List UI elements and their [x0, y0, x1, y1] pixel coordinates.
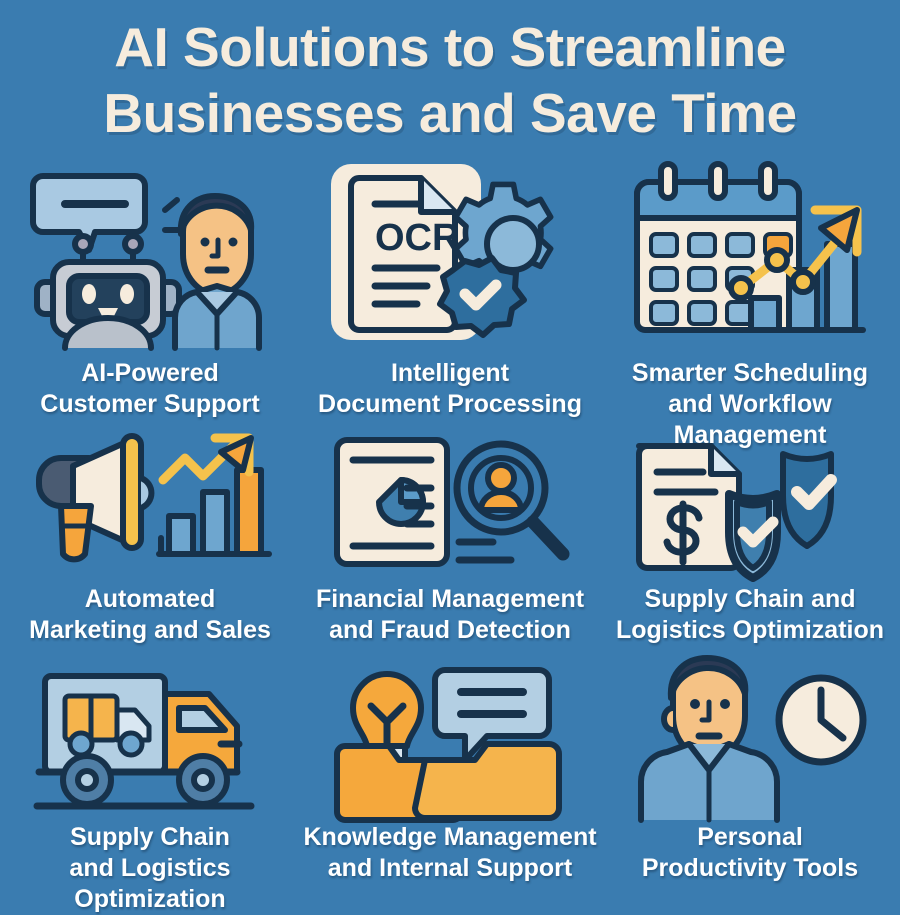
card-label: Knowledge Management and Internal Suppor… [303, 823, 597, 882]
page-title: AI Solutions to Streamline Businesses an… [0, 0, 900, 146]
card-supply-chain-and-logistics-optimization-truck[interactable]: Supply Chain and Logistics Optimization [0, 660, 300, 913]
card-label: Financial Management and Fraud Detection [315, 585, 585, 644]
card-label: Intelligent Document Processing [318, 359, 582, 418]
ocr-document-gear-icon: OCR [320, 158, 580, 348]
delivery-truck-icon [20, 660, 280, 820]
report-magnifier-person-icon [320, 430, 580, 580]
person-clock-icon [620, 655, 880, 823]
lightbulb-folder-chat-icon [320, 660, 580, 823]
title-line-2: Businesses and Save Time [103, 82, 797, 144]
megaphone-growth-chart-icon [20, 430, 280, 580]
card-knowledge-management-and-internal-support[interactable]: Knowledge Management and Internal Suppor… [300, 660, 600, 900]
calendar-growth-chart-icon [620, 158, 880, 348]
card-automated-marketing-and-sales[interactable]: Automated Marketing and Sales [0, 430, 300, 660]
card-label: Supply Chain and Logistics Optimization [615, 585, 885, 644]
document-ocr-text: OCR [375, 217, 459, 259]
card-smarter-scheduling-and-workflow-management[interactable]: Smarter Scheduling and Workflow Manageme… [600, 158, 900, 449]
card-label: AI-Powered Customer Support [40, 359, 260, 418]
card-label: Personal Productivity Tools [641, 823, 859, 882]
title-line-1: AI Solutions to Streamline [114, 16, 786, 78]
card-financial-management-and-fraud-detection[interactable]: Financial Management and Fraud Detection [300, 430, 600, 660]
robot-and-person-icon [20, 158, 280, 351]
dollar-document-shields-icon [620, 430, 880, 582]
card-label: Supply Chain and Logistics Optimization [69, 823, 231, 913]
card-personal-productivity-tools[interactable]: Personal Productivity Tools [600, 655, 900, 900]
card-ai-powered-customer-support[interactable]: AI-Powered Customer Support [0, 158, 300, 430]
card-supply-chain-and-logistics-optimization-shield[interactable]: Supply Chain and Logistics Optimization [600, 430, 900, 660]
card-intelligent-document-processing[interactable]: OCR Intelligent Document Processing [300, 158, 600, 430]
solutions-grid: AI-Powered Customer Support [0, 158, 900, 913]
card-label: Smarter Scheduling and Workflow Manageme… [631, 359, 869, 449]
card-label: Automated Marketing and Sales [29, 585, 271, 644]
